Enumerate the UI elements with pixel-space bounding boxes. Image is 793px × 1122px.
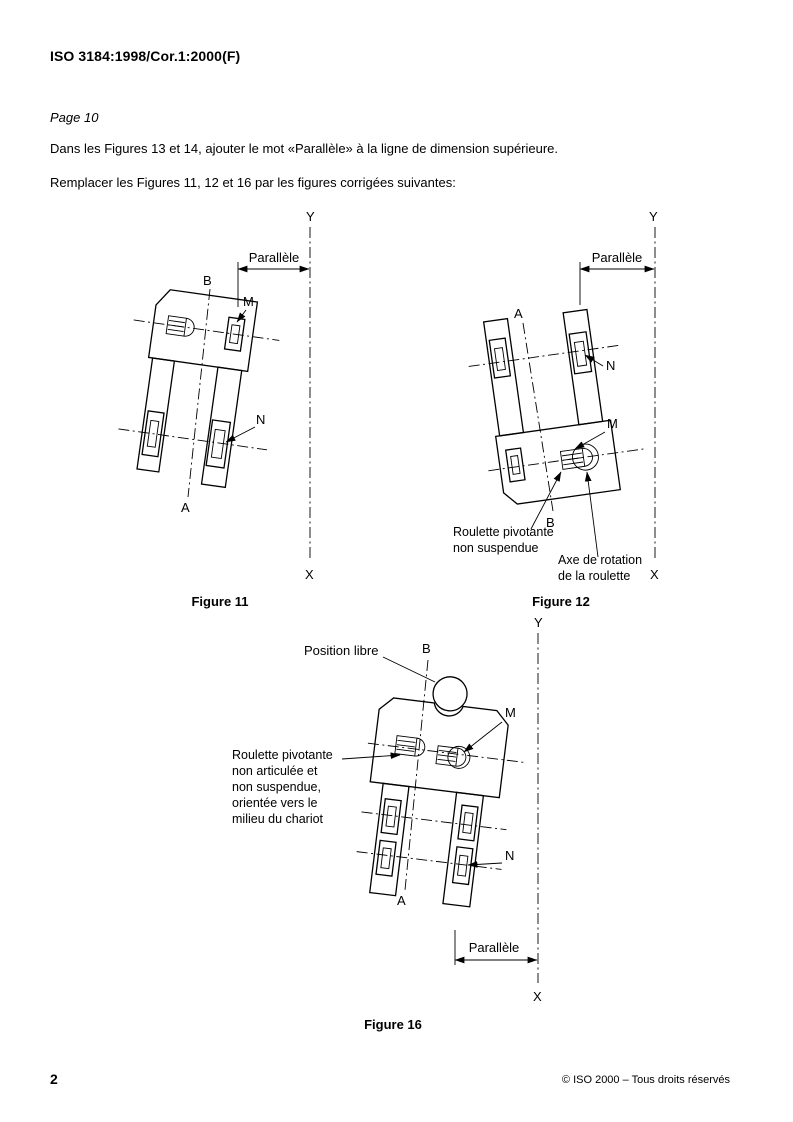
truck-body bbox=[369, 697, 509, 799]
caster-symbol bbox=[559, 443, 599, 471]
free-position-caster-circle bbox=[432, 676, 468, 712]
wheel-left-arm-2 bbox=[375, 839, 397, 877]
truck-body bbox=[494, 419, 622, 505]
fork-arm-left bbox=[369, 782, 410, 897]
axis-label-y: Y bbox=[306, 209, 315, 224]
axis-label-x: X bbox=[533, 989, 542, 1004]
axis-label-x: X bbox=[305, 567, 314, 582]
paragraph-instruction-1: Dans les Figures 13 et 14, ajouter le mo… bbox=[50, 141, 559, 156]
label-n: N bbox=[606, 358, 615, 373]
label-m: M bbox=[505, 705, 516, 720]
axle-centerline-rear bbox=[356, 851, 502, 870]
label-n: N bbox=[256, 412, 265, 427]
page-reference: Page 10 bbox=[50, 110, 99, 125]
position-libre-label: Position libre bbox=[304, 643, 378, 658]
note-roulette-line-1: Roulette pivotante bbox=[232, 748, 333, 762]
footer-page-number: 2 bbox=[50, 1071, 58, 1087]
figure-16-dimension-parallele: Parallèle bbox=[454, 930, 538, 965]
axis-label-y: Y bbox=[649, 209, 658, 224]
fork-arm-right bbox=[442, 791, 485, 908]
figure-12-drawing: Y X Parallèle A B bbox=[453, 209, 659, 583]
note-roulette-line-4: orientée vers le bbox=[232, 796, 318, 810]
figure-11-drawing: Y X Parallèle B A bbox=[118, 209, 315, 582]
axle-centerline-front bbox=[367, 742, 524, 763]
label-a: A bbox=[514, 306, 523, 321]
figure-16-centerline-ab: B A bbox=[397, 641, 431, 908]
fork-arm-left bbox=[136, 357, 176, 473]
label-n: N bbox=[505, 848, 514, 863]
wheel-right-arm-1 bbox=[457, 804, 479, 842]
fork-arm-right bbox=[562, 308, 604, 426]
axle-centerline-front bbox=[133, 319, 280, 341]
caster-symbol-m bbox=[435, 745, 471, 769]
wheel-left-arm-1 bbox=[380, 797, 402, 836]
footer-copyright: © ISO 2000 – Tous droits réservés bbox=[561, 1074, 730, 1086]
figure-16-caption: Figure 16 bbox=[364, 1017, 422, 1032]
figure-11-reference-axis: Y X bbox=[305, 209, 315, 582]
fork-arm-right bbox=[200, 366, 243, 489]
figure-11-centerline-ab: B A bbox=[181, 273, 212, 515]
axle-centerline-mid bbox=[361, 811, 507, 831]
note-roulette-line-5: milieu du chariot bbox=[232, 812, 324, 826]
figure-12-reference-axis: Y X bbox=[649, 209, 659, 582]
figure-11-truck-outline bbox=[118, 289, 280, 489]
axis-label-x: X bbox=[650, 567, 659, 582]
figure-16-drawing: Y X Position libre B A bbox=[232, 615, 543, 1004]
figure-16-note-roulette: Roulette pivotante non articulée et non … bbox=[232, 748, 401, 826]
note-axe-line-2: de la roulette bbox=[558, 569, 630, 583]
axle-centerline-rear bbox=[488, 448, 645, 472]
figure-11-caption: Figure 11 bbox=[191, 594, 249, 609]
label-m: M bbox=[607, 416, 618, 431]
figure-12-truck-outline bbox=[468, 308, 645, 505]
fork-arm-left bbox=[482, 317, 525, 437]
document-title: ISO 3184:1998/Cor.1:2000(F) bbox=[50, 48, 241, 64]
figure-11-leader-labels: M N bbox=[225, 294, 265, 443]
figure-12-leader-labels: N M bbox=[574, 354, 618, 450]
figure-12-note-roulette: Roulette pivotante non suspendue bbox=[453, 471, 562, 555]
note-roulette-line-2: non suspendue bbox=[453, 541, 539, 555]
wheel-n bbox=[205, 419, 232, 469]
label-a: A bbox=[181, 500, 190, 515]
axis-label-y: Y bbox=[534, 615, 543, 630]
note-roulette-line-3: non suspendue, bbox=[232, 780, 321, 794]
figure-12-caption: Figure 12 bbox=[532, 594, 590, 609]
caster-symbol-left bbox=[394, 735, 426, 757]
figure-16-truck-outline bbox=[356, 676, 524, 908]
paragraph-instruction-2: Remplacer les Figures 11, 12 et 16 par l… bbox=[50, 175, 456, 190]
wheel-n bbox=[568, 331, 593, 375]
note-roulette-line-2: non articulée et bbox=[232, 764, 318, 778]
caster-rotation-axis-circle bbox=[447, 745, 471, 769]
figure-12-dimension-parallele: Parallèle bbox=[579, 250, 655, 305]
figure-16-reference-axis: Y X bbox=[533, 615, 543, 1004]
note-roulette-line-1: Roulette pivotante bbox=[453, 525, 554, 539]
wheel-left-arm bbox=[488, 337, 512, 379]
wheel-n bbox=[451, 846, 474, 886]
label-b: B bbox=[546, 515, 555, 530]
label-a: A bbox=[397, 893, 406, 908]
dimension-label: Parallèle bbox=[249, 250, 300, 265]
label-m: M bbox=[243, 294, 254, 309]
label-b: B bbox=[203, 273, 212, 288]
dimension-label: Parallèle bbox=[469, 940, 520, 955]
figure-16-position-libre: Position libre bbox=[304, 643, 436, 683]
figure-16-leader-labels: M N bbox=[463, 705, 516, 868]
figure-12-note-axe: Axe de rotation de la roulette bbox=[558, 471, 642, 583]
wheel-body-left bbox=[504, 447, 526, 483]
axle-centerline-rear bbox=[118, 428, 267, 451]
label-b: B bbox=[422, 641, 431, 656]
note-axe-line-1: Axe de rotation bbox=[558, 553, 642, 567]
dimension-label: Parallèle bbox=[592, 250, 643, 265]
figure-12-centerline-ab: A B bbox=[514, 306, 555, 530]
